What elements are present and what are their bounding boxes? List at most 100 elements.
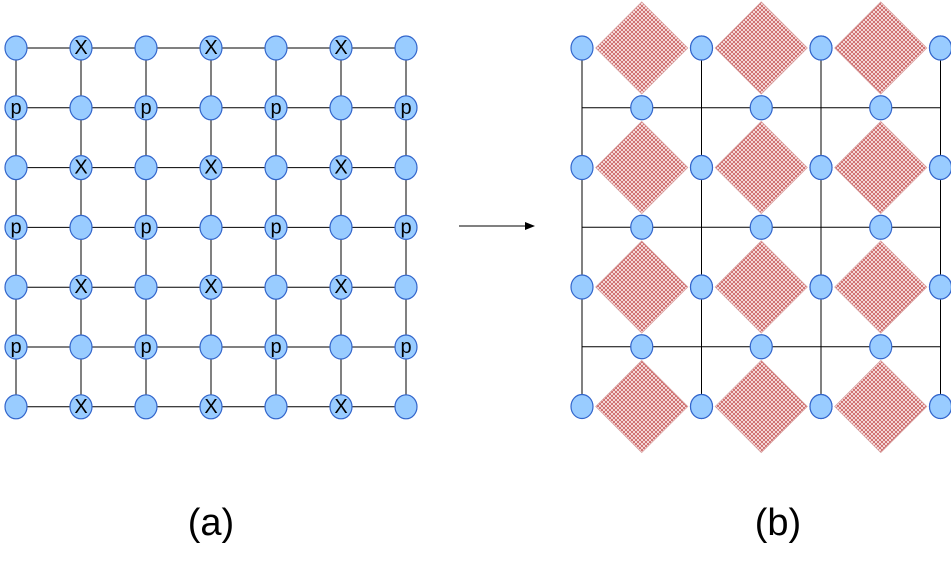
x-node [329,274,353,300]
p-label: p [10,216,21,238]
panel-b-column-node [928,274,951,300]
x-node [69,274,93,300]
x-label: X [204,396,217,418]
x-label: X [204,157,217,179]
plaquette-diamond [834,359,928,454]
panel-b-column-node [570,393,594,420]
panel-b-mid-node [749,334,773,360]
x-node [199,274,223,300]
lattice-node [134,394,158,420]
panel-b-mid-node [630,95,654,121]
lattice-node [4,274,28,300]
plaquette-diamond [834,120,928,215]
panel-b-column-node [809,154,833,181]
lattice-node [69,214,93,240]
plaquette-diamond [595,359,689,454]
panel-b-column-node [570,154,594,181]
x-label: X [334,276,347,298]
lattice-node [199,95,223,121]
x-label: X [74,276,87,298]
x-label: X [74,37,87,59]
panel-b-column-node [928,35,951,61]
p-node [134,214,158,240]
lattice-node [329,95,353,121]
lattice-node [4,155,28,181]
p-node [394,95,418,121]
x-label: X [334,396,347,418]
panel-a-label: (a) [188,502,234,544]
panel-b-column-node [689,35,714,61]
p-label: p [270,336,281,358]
lattice-node [4,394,28,420]
p-node [134,95,158,121]
x-node [199,394,223,420]
panel-b-column-node [570,35,594,61]
p-label: p [140,216,151,238]
p-label: p [400,216,411,238]
panel-b-column-node [689,393,714,420]
x-label: X [204,37,217,59]
lattice-node [394,394,418,420]
p-node [4,214,28,240]
p-label: p [400,97,411,119]
x-node [69,155,93,181]
lattice-node [329,334,353,360]
panel-b-mid-node [749,95,773,121]
p-node [134,334,158,360]
lattice-node [264,274,288,300]
x-label: X [74,396,87,418]
p-label: p [270,216,281,238]
p-label: p [10,97,21,119]
x-node [329,35,353,61]
lattice-node [199,334,223,360]
x-node [199,35,223,61]
plaquette-diamond [714,120,808,215]
p-label: p [400,336,411,358]
x-node [329,394,353,420]
lattice-node [264,155,288,181]
p-node [394,214,418,240]
panel-b-column-node [928,393,951,420]
panel-b-column-node [809,274,833,300]
panel-b-label: (b) [755,502,801,544]
lattice-node [134,274,158,300]
p-label: p [140,336,151,358]
panel-b-column-node [689,154,714,181]
panel-b-mid-node [869,334,893,360]
x-node [329,155,353,181]
plaquette-diamond [714,1,808,95]
plaquette-diamond [714,240,808,334]
x-label: X [74,157,87,179]
lattice-node [329,214,353,240]
panel-b-column-node [689,274,714,300]
p-label: p [270,97,281,119]
plaquette-diamond [595,240,689,334]
lattice-node [394,274,418,300]
p-node [264,214,288,240]
panel-b-column-node [809,35,833,61]
lattice-node [394,35,418,61]
x-label: X [204,276,217,298]
p-node [264,95,288,121]
plaquette-diamond [595,1,689,95]
plaquette-diamond [834,1,928,95]
p-node [4,334,28,360]
lattice-node [4,35,28,61]
lattice-node [134,155,158,181]
panel-b-column-node [809,393,833,420]
panel-b-mid-node [630,334,654,360]
x-node [69,35,93,61]
panel-b-plaquettes [595,1,928,454]
lattice-node [264,394,288,420]
plaquette-diamond [834,240,928,334]
panel-b-lattice [570,1,951,454]
plaquette-diamond [595,120,689,215]
panel-b-column-node [928,154,951,181]
p-label: p [140,97,151,119]
lattice-node [394,155,418,181]
panel-b-mid-node [869,214,893,240]
lattice-node [69,334,93,360]
